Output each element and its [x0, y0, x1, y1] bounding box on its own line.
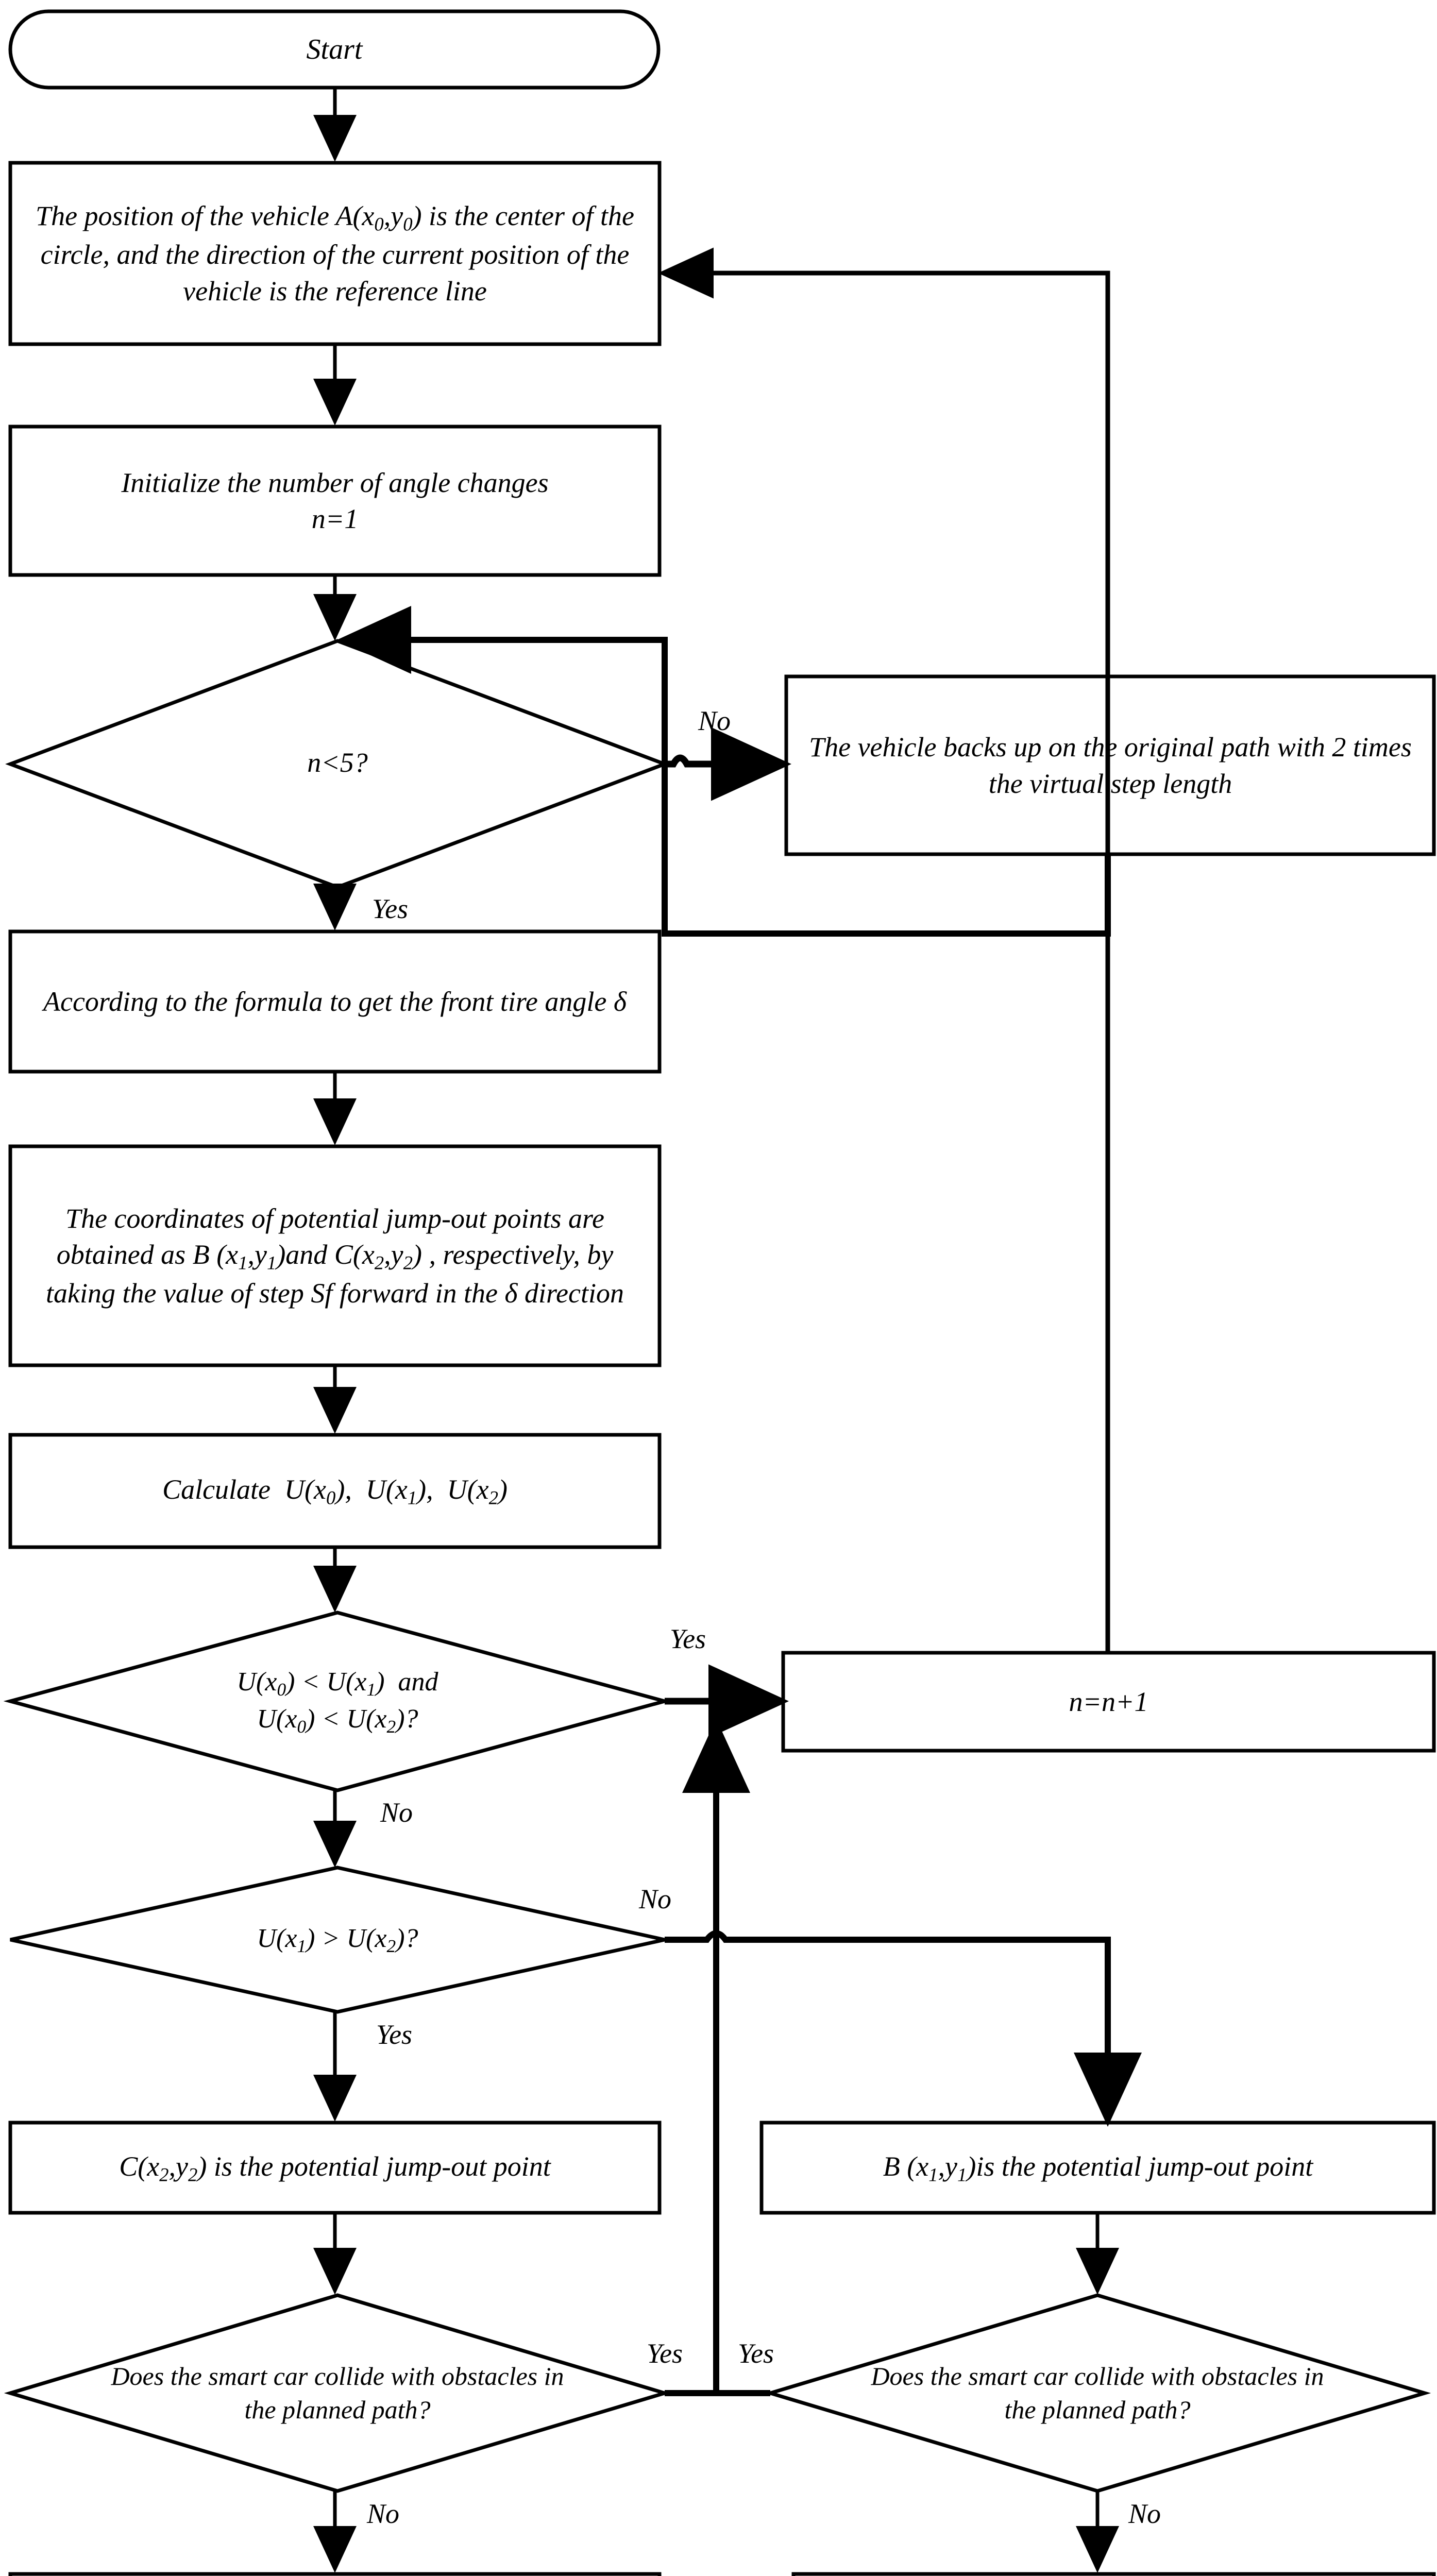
- shape-compare-u0: [3, 1611, 672, 1792]
- shape-collide-c: [4, 2293, 671, 2493]
- edge-label-check-n-yes: Yes: [372, 893, 409, 924]
- shape-compare-u1-u2: [10, 1866, 665, 2014]
- shape-tire-angle: [8, 929, 662, 1074]
- shape-increment-n: [781, 1651, 1436, 1753]
- shape-check-n: [5, 639, 670, 889]
- edge-label-collide-c-no: No: [367, 2498, 400, 2529]
- edge-label-compare-u1-u2-no: No: [639, 1884, 672, 1914]
- edge-label-check-n-no: No: [698, 705, 731, 736]
- shape-pick-b: [759, 2121, 1436, 2215]
- edge-label-collide-b-no: No: [1128, 2498, 1161, 2529]
- shape-jump-coords: [8, 1144, 662, 1367]
- edge-label-collide-c-yes: Yes: [647, 2338, 683, 2369]
- shape-set-reference: [8, 161, 662, 346]
- edge-label-compare-u0-yes: Yes: [670, 1623, 706, 1654]
- shape-move-b: [791, 2572, 1436, 2576]
- edge-label-collide-b-yes: Yes: [738, 2338, 774, 2369]
- edge-increment-n-feedback: [693, 270, 1110, 1653]
- edge-label-compare-u1-u2-yes: Yes: [376, 2019, 413, 2050]
- shape-move-c: [8, 2572, 662, 2576]
- edge-label-compare-u0-no: No: [380, 1797, 413, 1828]
- edge-compare-u1-u2-no: [665, 1930, 1142, 2127]
- shape-calc-u: [8, 1433, 662, 1549]
- shape-start: [8, 9, 661, 90]
- edge-check-n-no: [665, 727, 791, 801]
- shape-pick-c: [8, 2121, 662, 2215]
- shape-collide-b: [764, 2293, 1431, 2493]
- shape-init-n: [8, 425, 662, 577]
